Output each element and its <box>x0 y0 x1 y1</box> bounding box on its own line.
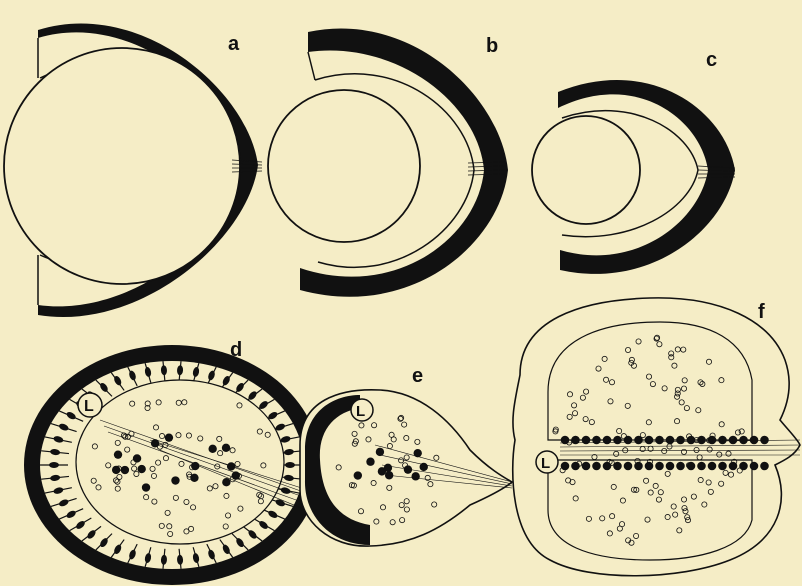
panel-a-label: a <box>228 33 240 55</box>
panel-e-lens-label: L <box>356 403 365 420</box>
panel-e: L e <box>300 365 512 546</box>
panel-d-label: d <box>230 339 242 361</box>
panel-b-lens <box>268 90 420 242</box>
panel-b: b <box>268 28 508 296</box>
panel-c-lens <box>532 116 640 224</box>
panel-b-label: b <box>486 35 498 57</box>
panel-f-label: f <box>758 301 765 323</box>
panel-a-lens <box>4 48 240 284</box>
panel-f-outline <box>513 298 800 576</box>
panel-e-label: e <box>412 365 423 387</box>
panel-a: a <box>4 23 262 317</box>
panel-c: c <box>532 49 735 274</box>
panel-f-lens-label: L <box>541 455 550 472</box>
panel-d-lens-label: L <box>84 398 94 415</box>
panel-d: L d <box>24 339 320 585</box>
panel-c-label: c <box>706 49 717 71</box>
panel-f: L f <box>513 298 800 576</box>
